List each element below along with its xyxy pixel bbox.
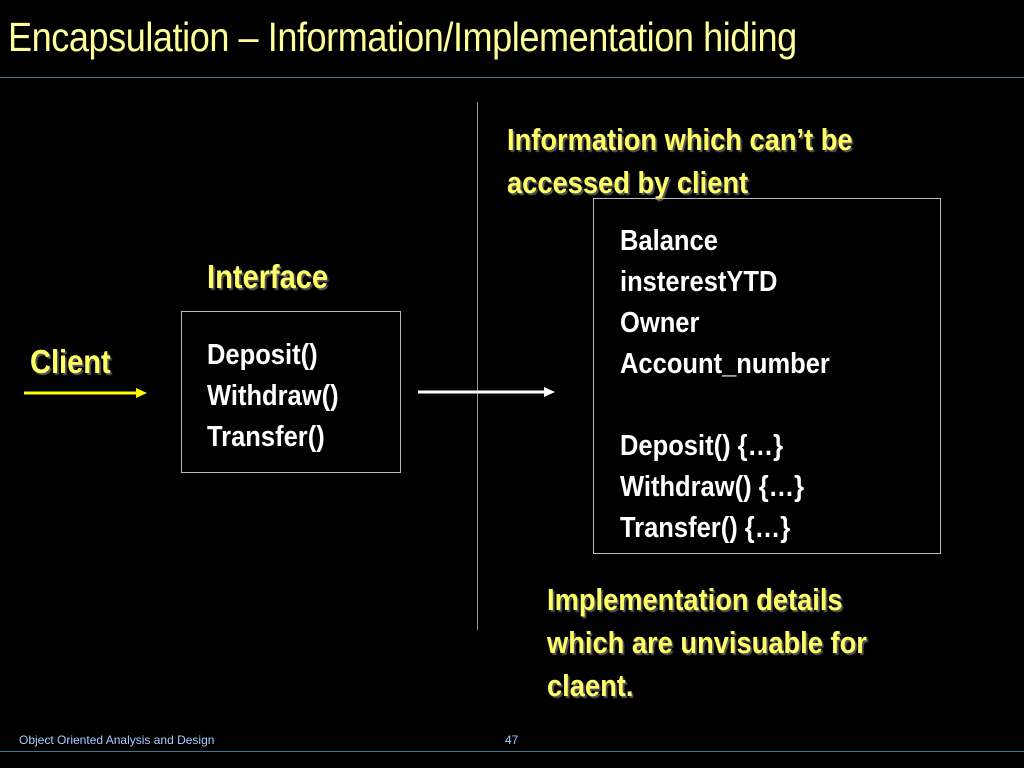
implementation-item: Deposit() {…} xyxy=(620,430,784,462)
interface-label: Interface xyxy=(207,258,329,295)
hidden-info-label-line: Information which can’t be xyxy=(507,122,853,157)
client-arrow xyxy=(24,388,147,398)
implementation-item: Withdraw() {…} xyxy=(620,471,805,503)
implementation-item: Transfer() {…} xyxy=(620,512,791,544)
interface-method: Deposit() xyxy=(207,339,318,371)
client-label: Client xyxy=(30,343,111,380)
interface-method: Withdraw() xyxy=(207,380,339,412)
footer-rule xyxy=(0,751,1024,752)
interface-to-implementation-arrow xyxy=(418,387,555,397)
title-rule xyxy=(0,77,1024,78)
implementation-item: Account_number xyxy=(620,348,830,380)
implementation-note-line: claent. xyxy=(547,668,634,703)
implementation-note-line: which are unvisuable for xyxy=(547,625,867,660)
footer-course-title: Object Oriented Analysis and Design xyxy=(19,733,215,747)
hidden-info-label: Information which can’t be accessed by c… xyxy=(507,118,853,204)
implementation-item: insterestYTD xyxy=(620,266,778,298)
implementation-box xyxy=(593,198,941,554)
implementation-item: Balance xyxy=(620,225,718,257)
boundary-divider xyxy=(477,102,478,630)
implementation-item: Owner xyxy=(620,307,700,339)
interface-box xyxy=(181,311,401,473)
implementation-note: Implementation details which are unvisua… xyxy=(547,578,867,707)
implementation-note-line: Implementation details xyxy=(547,582,843,617)
interface-method-list: Deposit() Withdraw() Transfer() xyxy=(207,335,339,458)
slide-title: Encapsulation – Information/Implementati… xyxy=(8,14,797,60)
interface-method: Transfer() xyxy=(207,421,325,453)
implementation-item-spacer xyxy=(620,385,830,426)
implementation-item-list: Balance insterestYTD Owner Account_numbe… xyxy=(620,221,830,549)
hidden-info-label-line: accessed by client xyxy=(507,165,749,200)
page-number: 47 xyxy=(505,733,519,747)
